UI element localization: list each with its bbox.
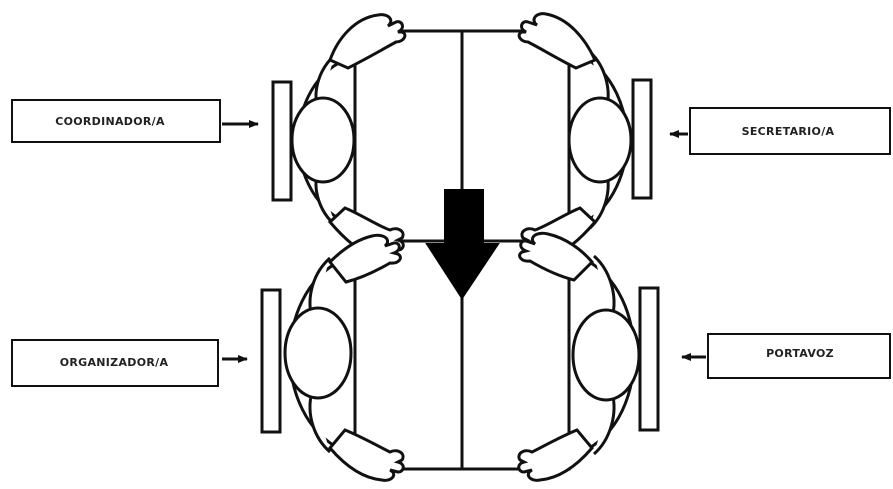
role-label-portavoz: PORTAVOZ (766, 347, 834, 360)
label-portavoz: PORTAVOZ (708, 334, 890, 378)
label-coordinador: COORDINADOR/A (12, 100, 220, 142)
label-secretario: SECRETARIO/A (690, 108, 890, 154)
role-label-organizador: ORGANIZADOR/A (60, 356, 169, 369)
label-organizador: ORGANIZADOR/A (12, 340, 218, 386)
role-label-coordinador: COORDINADOR/A (55, 115, 165, 128)
role-label-secretario: SECRETARIO/A (742, 125, 835, 138)
